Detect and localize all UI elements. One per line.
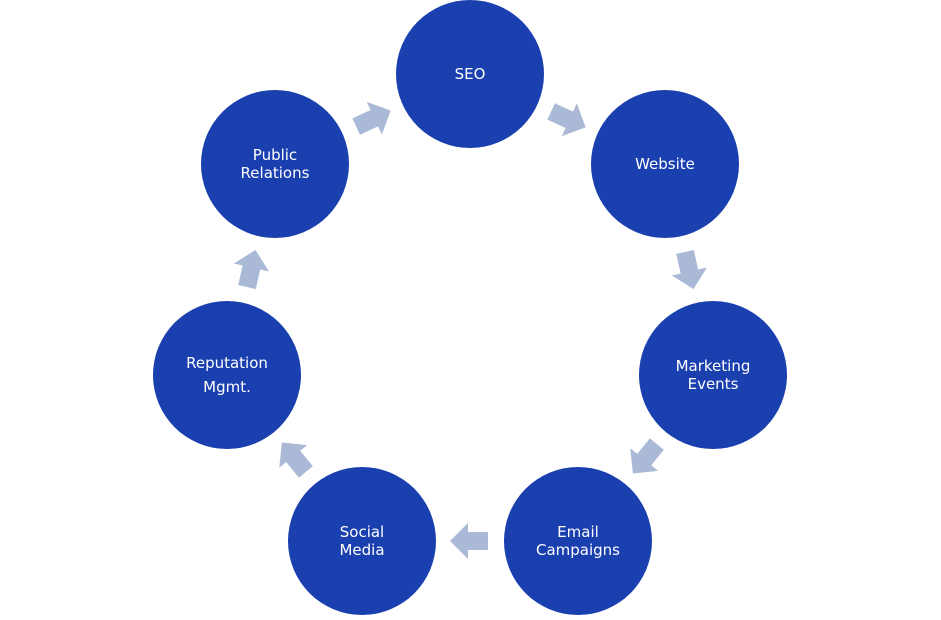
arrow-email-campaigns-to-social-media xyxy=(450,523,488,559)
node-label: Events xyxy=(687,375,739,393)
arrow-marketing-events-to-email-campaigns xyxy=(630,438,664,474)
node-label: Relations xyxy=(240,164,310,182)
node-website: Website xyxy=(591,90,739,238)
arrow-seo-to-website xyxy=(547,103,586,137)
node-seo: SEO xyxy=(396,0,544,148)
node-label: Reputation xyxy=(186,354,268,372)
node-label: Campaigns xyxy=(535,541,620,559)
node-label: Website xyxy=(635,155,695,173)
node-label: Public xyxy=(252,146,298,164)
node-label: SEO xyxy=(454,65,486,83)
node-label: Media xyxy=(339,541,385,559)
arrow-website-to-marketing-events xyxy=(671,249,707,290)
node-label: Social xyxy=(339,523,385,541)
node-label: Email xyxy=(557,523,599,541)
arrow-reputation-mgmt-to-public-relations xyxy=(233,249,269,290)
arrow-public-relations-to-seo xyxy=(352,101,391,135)
node-label: Marketing xyxy=(675,357,751,375)
node-label: Mgmt. xyxy=(203,378,251,396)
arrow-social-media-to-reputation-mgmt xyxy=(279,442,313,478)
